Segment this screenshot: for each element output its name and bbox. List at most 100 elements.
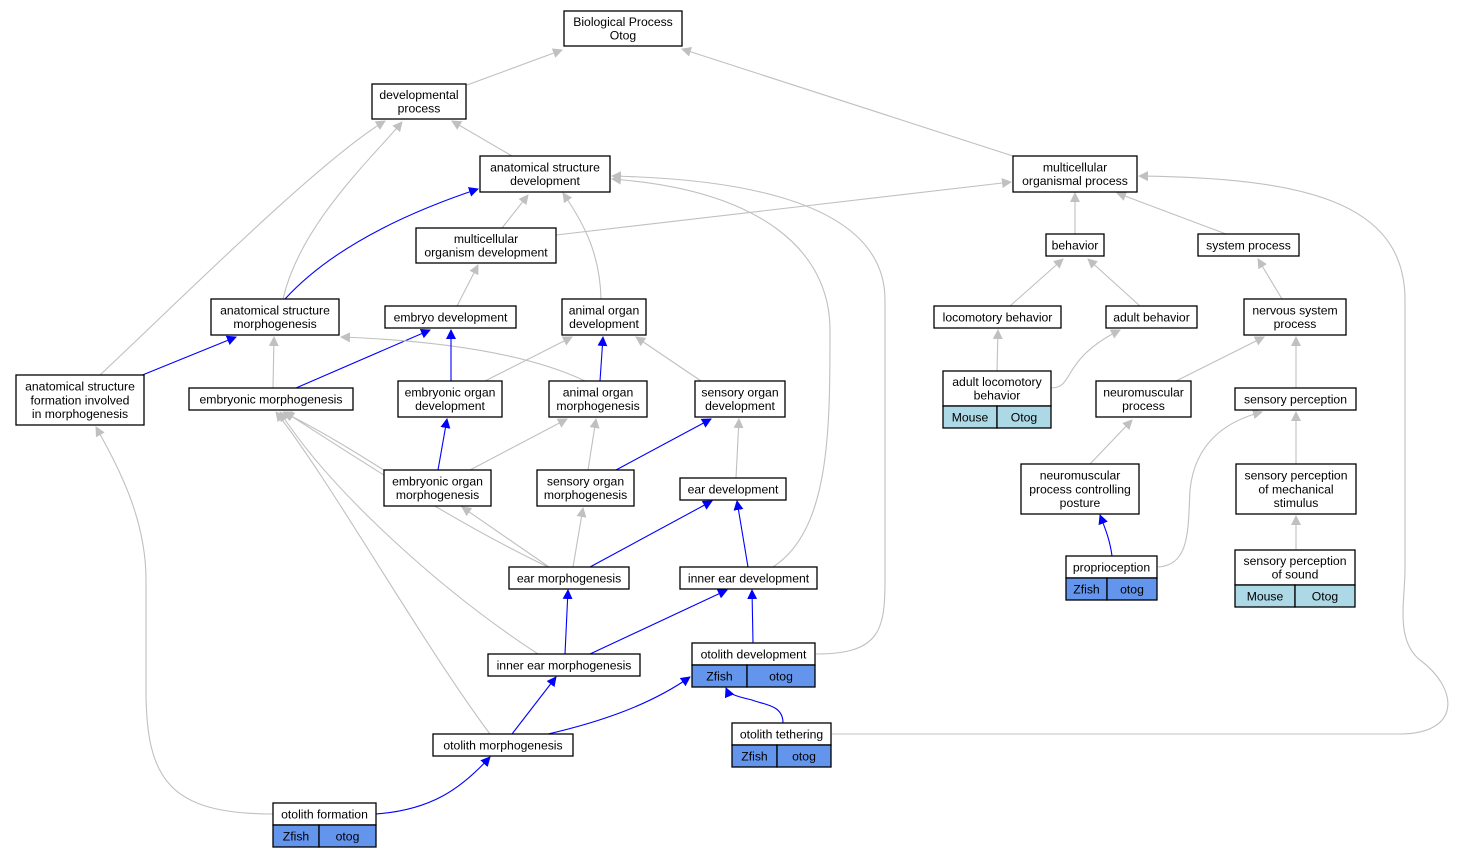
nodes-layer: Biological ProcessOtogdevelopmentalproce… — [15, 10, 1357, 848]
node-box — [679, 566, 818, 590]
edge-mod-to-asd — [501, 194, 529, 229]
node-label-line: anatomical structure — [220, 304, 330, 318]
species-badge-gene[interactable] — [746, 664, 816, 688]
node-label-line: embryonic morphogenesis — [200, 392, 343, 406]
node-box — [371, 83, 467, 120]
node-label-line: ear development — [688, 482, 779, 496]
node-label-line: organism development — [424, 246, 548, 260]
edge-earm-to-ear — [589, 500, 713, 568]
node-ied[interactable]: inner ear development — [679, 566, 818, 590]
edge-iem-to-emm — [279, 411, 539, 655]
species-badge-gene[interactable] — [776, 744, 832, 768]
node-label-line: process — [398, 102, 441, 116]
edge-ott-to-otd — [724, 687, 784, 724]
node-box — [384, 305, 517, 329]
node-sys[interactable]: system process — [1197, 233, 1300, 257]
node-label-line: behavior — [974, 389, 1021, 403]
edge-mod-to-mop — [555, 178, 1012, 236]
node-emb[interactable]: embryo development — [384, 305, 517, 329]
edge-asf-to-asm — [139, 335, 237, 377]
edge-sod-to-aod — [635, 336, 702, 382]
node-ear[interactable]: ear development — [679, 477, 787, 501]
badge-label: Otog — [1312, 589, 1338, 603]
edge-otf-to-asf — [95, 426, 274, 815]
node-label-line: development — [415, 399, 485, 413]
edge-emm-to-emb — [295, 328, 431, 389]
node-earm[interactable]: ear morphogenesis — [508, 566, 630, 590]
node-box — [479, 155, 611, 193]
node-box — [15, 374, 145, 426]
node-box — [210, 298, 340, 336]
node-label-line: animal organ — [569, 304, 639, 318]
node-label-line: neuromuscular — [1103, 386, 1184, 400]
node-sp[interactable]: sensory perception — [1234, 387, 1357, 411]
edge-otm-to-otd — [547, 676, 691, 735]
edge-adb-to-beh — [1087, 258, 1141, 307]
node-box — [1234, 549, 1356, 586]
node-label-line: Biological Process — [573, 15, 673, 29]
badge-label: Otog — [1011, 410, 1037, 424]
node-label-line: otolith formation — [281, 807, 368, 821]
badge-label: Zfish — [1073, 582, 1099, 596]
edge-asf-to-dev — [99, 120, 386, 376]
node-label-line: development — [569, 317, 639, 331]
node-label-line: sensory organ — [701, 386, 778, 400]
node-adb[interactable]: adult behavior — [1105, 305, 1198, 329]
node-box — [188, 387, 354, 411]
node-box — [397, 380, 503, 418]
edge-emb-to-mod — [456, 264, 479, 307]
badge-label: Mouse — [952, 410, 989, 424]
badge-label: Mouse — [1247, 589, 1284, 603]
species-badge-gene[interactable] — [996, 405, 1052, 429]
species-badge-gene[interactable] — [1294, 584, 1356, 608]
edge-iem-to-ied — [589, 589, 728, 655]
node-label-line: development — [510, 174, 580, 188]
node-label-line: morphogenesis — [544, 488, 627, 502]
species-badge-gene[interactable] — [1106, 577, 1158, 601]
badge-label: otog — [792, 749, 816, 763]
edge-aom-to-aod — [597, 336, 608, 382]
node-loc[interactable]: locomotory behavior — [933, 305, 1062, 329]
edge-ied-to-ear — [733, 500, 749, 568]
node-otm[interactable]: otolith morphogenesis — [432, 733, 574, 757]
species-badge-gene[interactable] — [318, 824, 377, 848]
node-box — [1234, 387, 1357, 411]
node-label-line: morphogenesis — [233, 317, 316, 331]
node-emm[interactable]: embryonic morphogenesis — [188, 387, 354, 411]
node-label-line: developmental — [379, 88, 458, 102]
node-label-line: stimulus — [1274, 496, 1319, 510]
edge-loc-to-beh — [1009, 258, 1064, 307]
edge-asm-to-asd — [284, 187, 479, 300]
edge-som-to-aom — [587, 418, 600, 471]
node-beh[interactable]: behavior — [1045, 233, 1105, 257]
edge-emm-to-asm — [268, 336, 279, 389]
node-box — [432, 733, 574, 757]
node-label-line: proprioception — [1073, 560, 1150, 574]
node-label-line: process controlling — [1029, 482, 1131, 496]
node-iem[interactable]: inner ear morphogenesis — [487, 653, 641, 677]
